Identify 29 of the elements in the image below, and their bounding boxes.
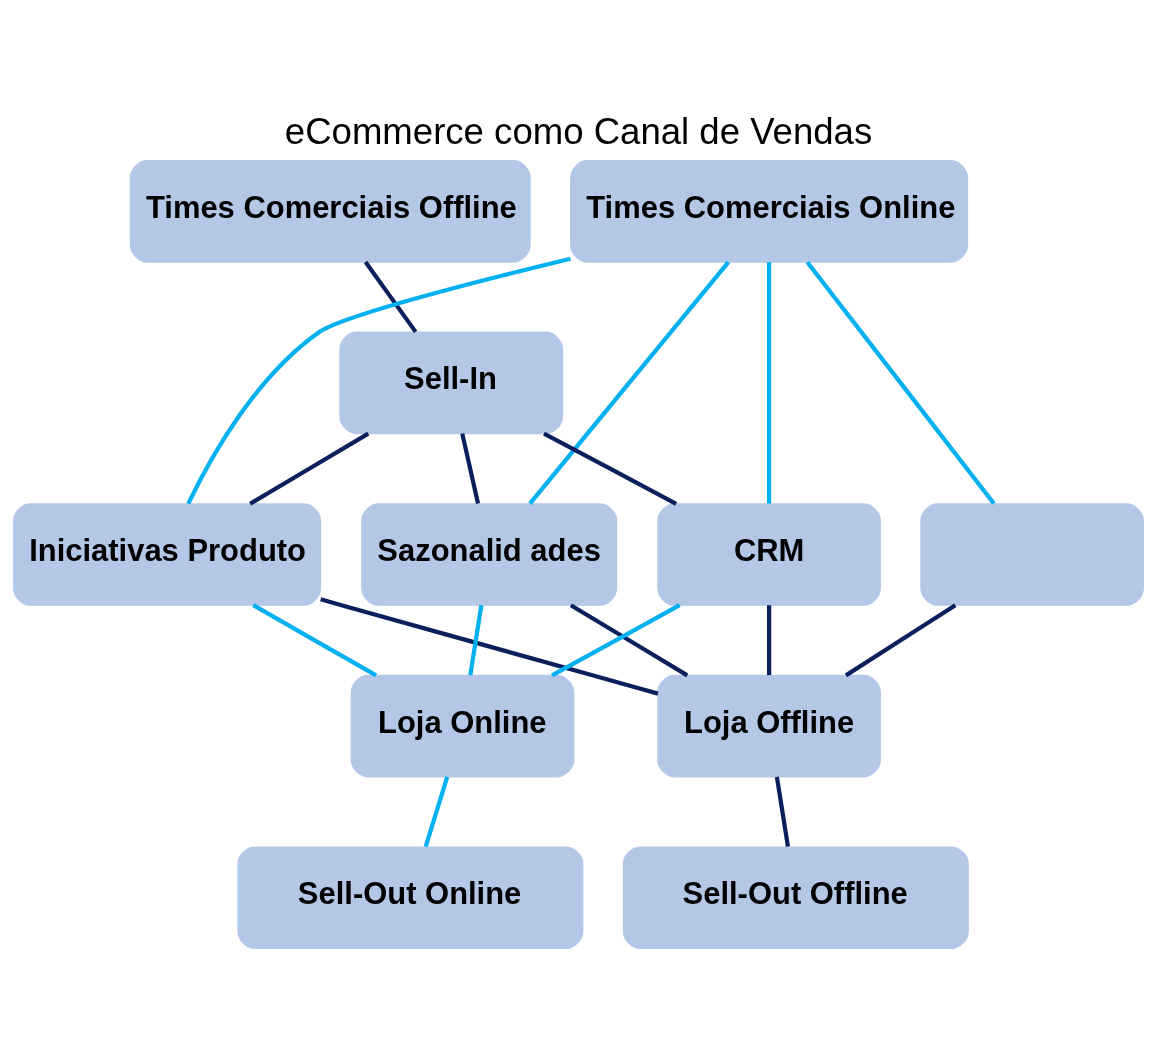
node-box: Sell-In — [339, 331, 564, 435]
connector — [543, 431, 678, 506]
node-box: Sell-Out Offline — [622, 846, 969, 950]
connector — [252, 603, 378, 678]
diagram-title: eCommerce como Canal de Vendas — [284, 110, 873, 152]
connector — [249, 431, 370, 506]
connector — [551, 603, 681, 678]
connector — [186, 256, 572, 505]
node-box: Loja Online — [350, 674, 575, 778]
connector — [774, 776, 791, 848]
node-box: Times Comerciais Offline — [129, 159, 531, 263]
node-box — [920, 503, 1144, 606]
connector — [460, 433, 481, 504]
node-box: CRM — [657, 503, 881, 606]
connector — [805, 260, 996, 505]
connector — [363, 260, 418, 334]
connector — [320, 597, 659, 696]
connector — [528, 260, 730, 505]
node-box: Sazonalid ades — [361, 503, 618, 606]
node-box: Times Comerciais Online — [570, 159, 969, 263]
node-box: Loja Offline — [657, 674, 881, 778]
connector — [468, 604, 484, 676]
connector — [767, 262, 772, 504]
connector — [423, 776, 450, 848]
node-box: Iniciativas Produto — [13, 503, 322, 606]
connector — [844, 603, 957, 678]
connector — [569, 603, 689, 678]
node-box: Sell-Out Online — [237, 846, 584, 950]
connector — [767, 605, 772, 676]
